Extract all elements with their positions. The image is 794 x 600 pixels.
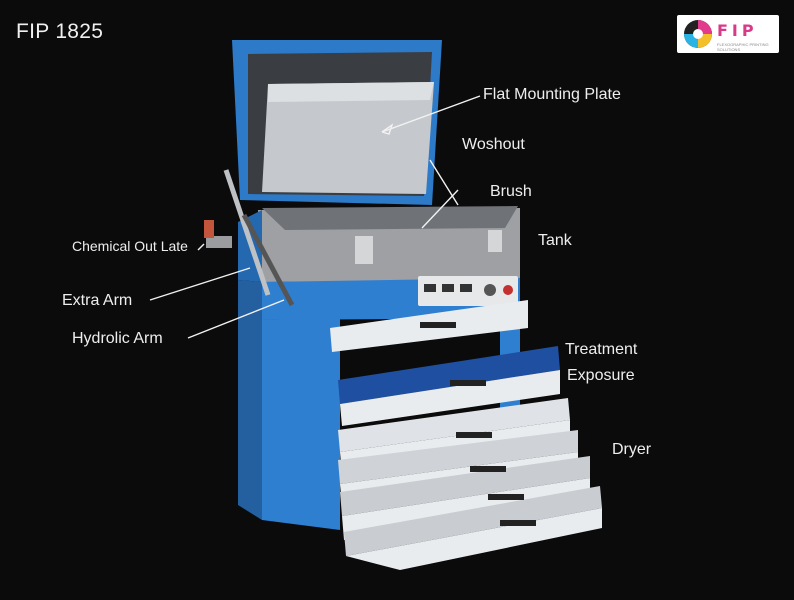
leader-lines [149,95,481,339]
lid [232,40,442,205]
label-hydrolic-arm: Hydrolic Arm [72,330,163,347]
label-woshout: Woshout [462,136,525,153]
label-dryer: Dryer [612,441,652,458]
label-brush: Brush [490,183,532,200]
label-tank: Tank [538,232,572,249]
arms [204,169,295,307]
label-chemical-out-late: Chemical Out Late [72,238,188,254]
logo-tagline: FLEXOGRAPHIC PRINTING SOLUTIONS [717,42,769,52]
label-extra-arm: Extra Arm [62,292,133,309]
washout-tank [258,206,520,282]
top-drawer [330,300,528,352]
label-flat-mounting-plate: Flat Mounting Plate [483,86,621,103]
drawers [338,346,602,570]
label-treatment: Treatment [565,341,638,358]
label-exposure: Exposure [567,367,635,384]
logo-icon [684,20,712,48]
logo-text: FIP [717,21,758,40]
model-title: FIP 1825 [16,20,104,43]
fip-logo: FIP FLEXOGRAPHIC PRINTING SOLUTIONS [677,15,779,53]
